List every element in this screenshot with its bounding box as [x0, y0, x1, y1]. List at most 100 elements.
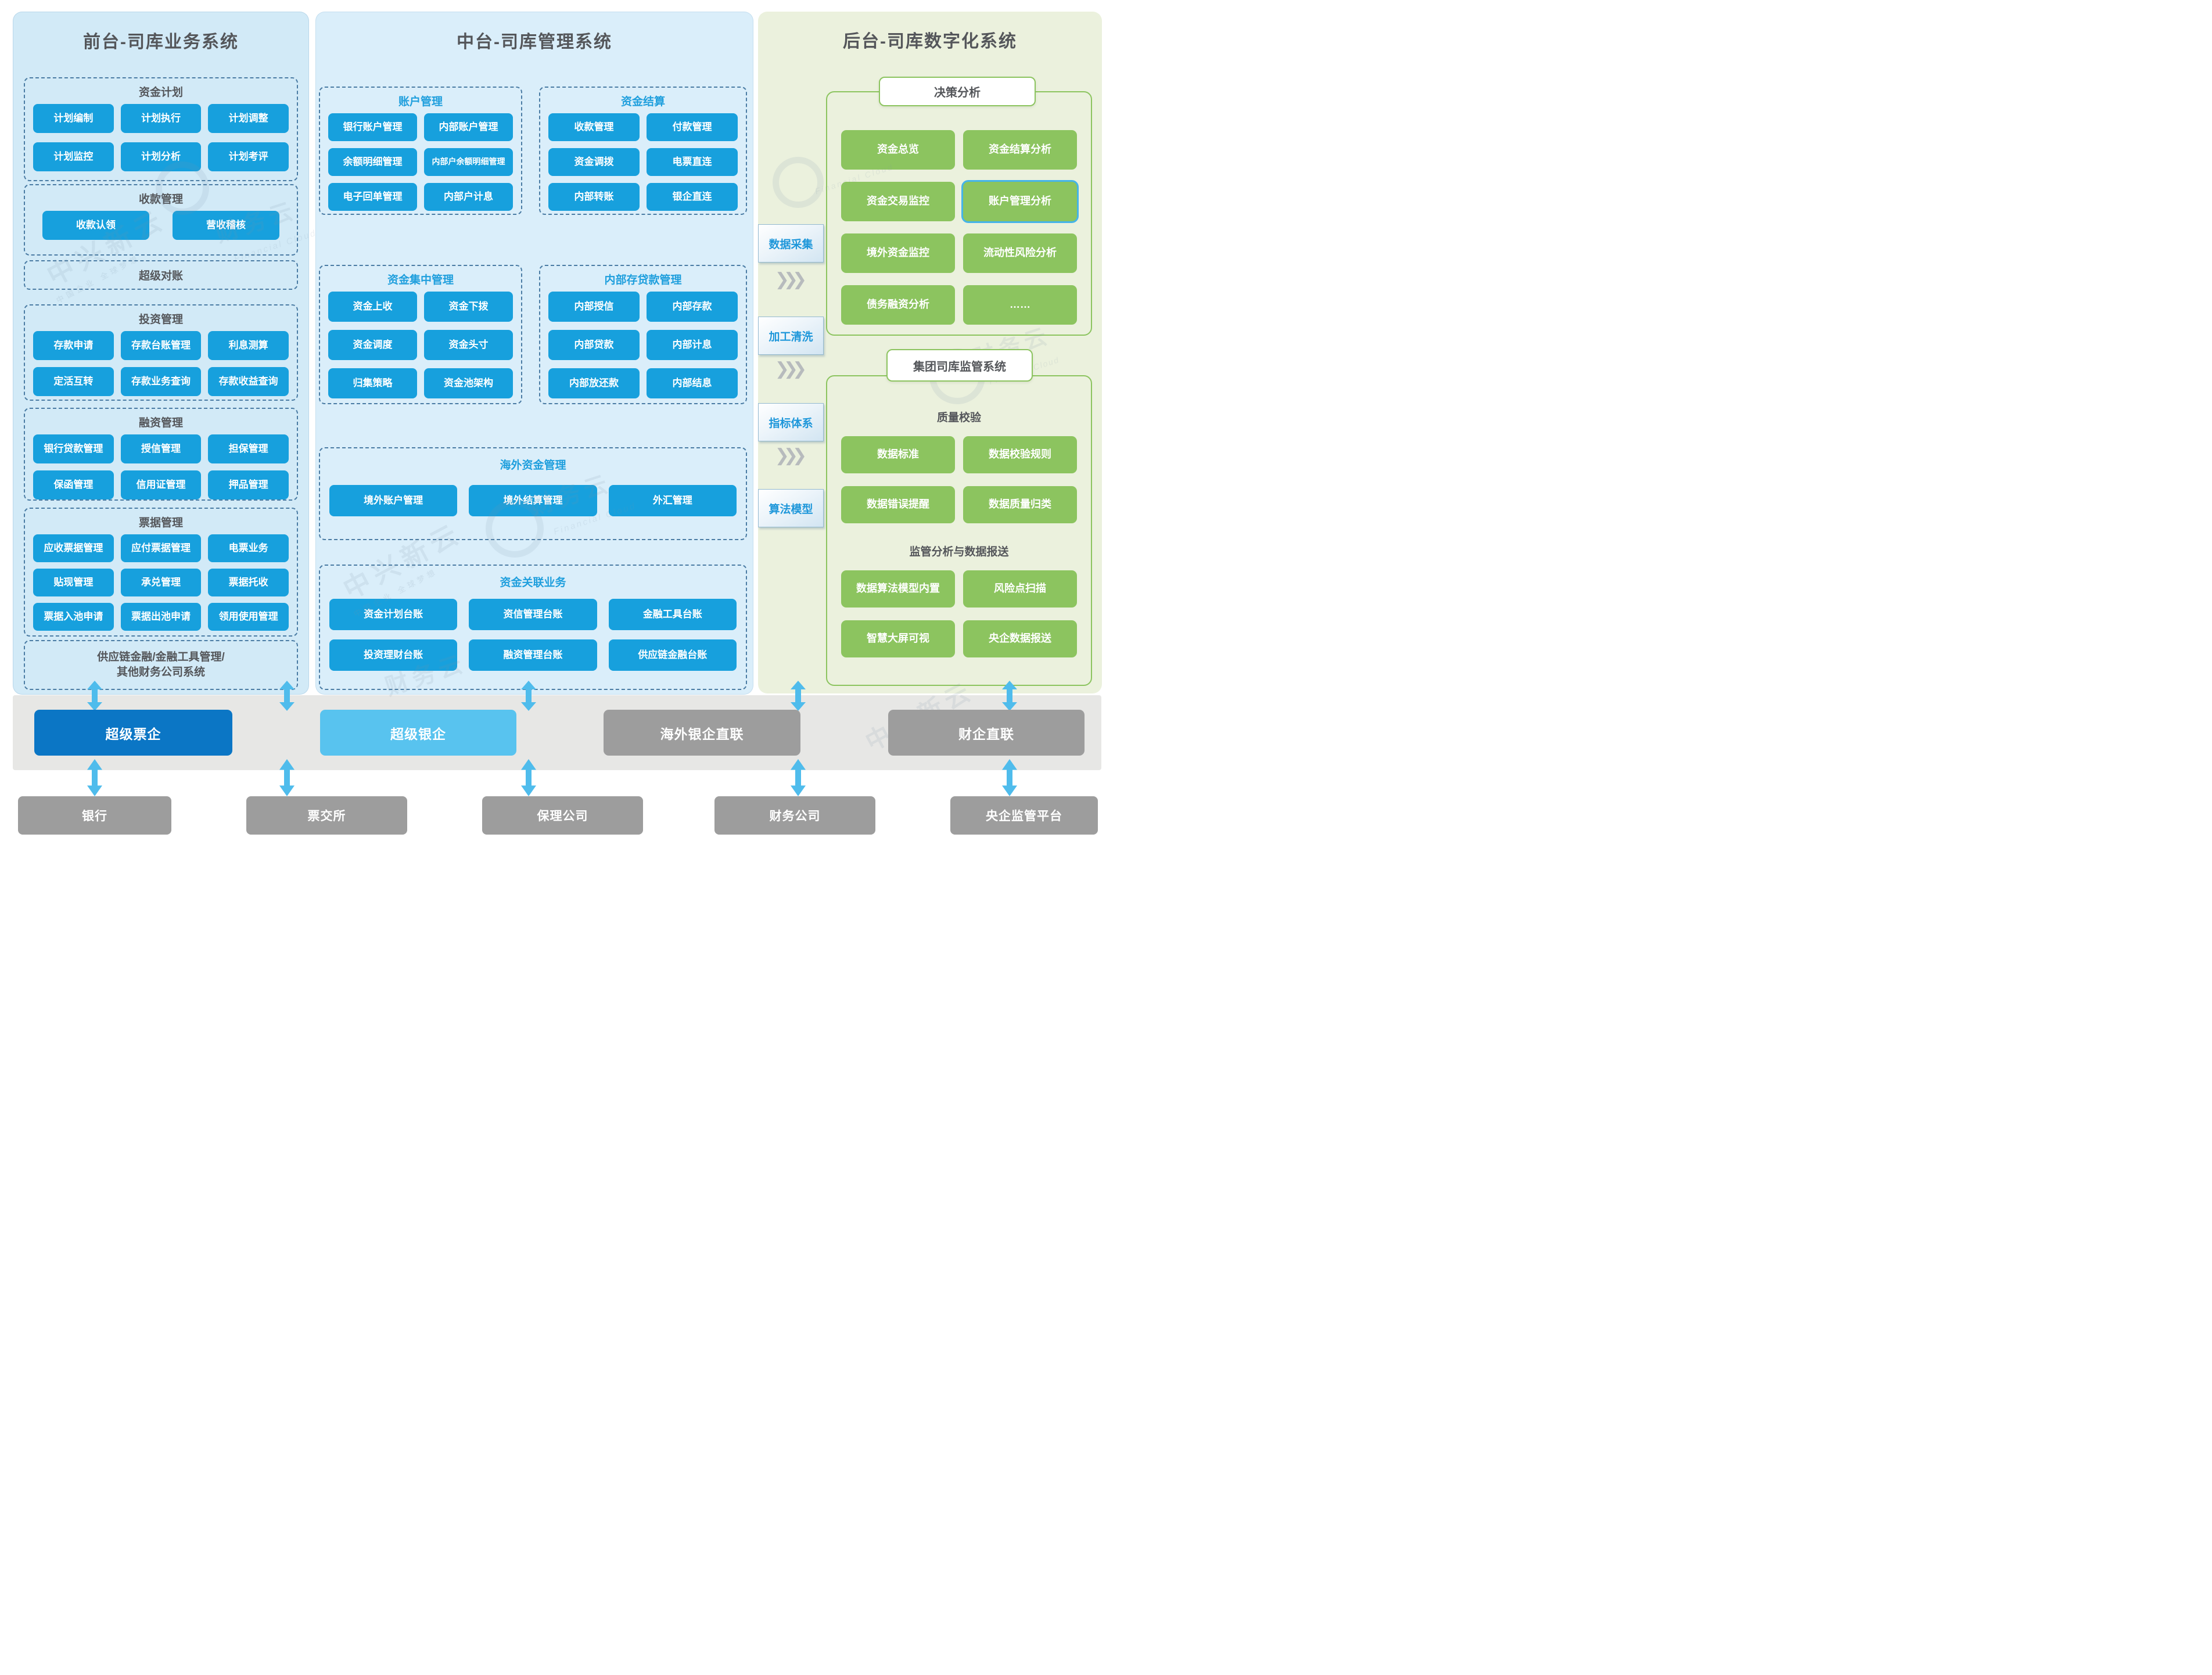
- module-button[interactable]: 银行贷款管理: [33, 434, 114, 463]
- module-button[interactable]: 资金头寸: [424, 330, 513, 360]
- section-title: 供应链金融/金融工具管理/ 其他财务公司系统: [97, 651, 225, 678]
- module-button[interactable]: 领用使用管理: [208, 603, 289, 631]
- vertical-double-arrow-icon: [791, 759, 806, 796]
- module-button[interactable]: 利息测算: [208, 331, 289, 360]
- module-button[interactable]: 承兑管理: [120, 569, 202, 596]
- module-button[interactable]: 收款管理: [548, 113, 640, 141]
- module-button[interactable]: 定活互转: [33, 367, 114, 396]
- module-button[interactable]: 资金计划台账: [329, 599, 458, 630]
- module-button[interactable]: 内部授信: [548, 292, 640, 322]
- module-button[interactable]: 数据错误提醒: [841, 486, 955, 523]
- module-button[interactable]: 应收票据管理: [33, 534, 114, 562]
- module-button[interactable]: 内部存款: [647, 292, 738, 322]
- module-button[interactable]: 内部放还款: [548, 368, 640, 398]
- connector-super-bank-enterprise[interactable]: 超级银企: [320, 710, 516, 756]
- module-button[interactable]: 内部户余额明细管理: [424, 148, 513, 176]
- module-button[interactable]: 供应链金融台账: [608, 639, 737, 671]
- module-button[interactable]: 融资管理台账: [469, 639, 597, 671]
- module-button[interactable]: 资金上收: [328, 292, 417, 322]
- external-soe-supervision-platform[interactable]: 央企监管平台: [950, 796, 1098, 835]
- module-button[interactable]: 贴现管理: [33, 569, 114, 596]
- module-button[interactable]: 票据出池申请: [120, 603, 202, 631]
- module-button[interactable]: 应付票据管理: [120, 534, 202, 562]
- module-button[interactable]: 数据校验规则: [963, 436, 1077, 473]
- module-button[interactable]: ……: [963, 285, 1077, 325]
- module-button[interactable]: 债务融资分析: [841, 285, 955, 325]
- module-button[interactable]: 资信管理台账: [469, 599, 597, 630]
- module-button[interactable]: 投资理财台账: [329, 639, 458, 671]
- module-button[interactable]: 资金结算分析: [963, 130, 1077, 170]
- module-button[interactable]: 计划考评: [208, 142, 289, 171]
- module-grid: 计划编制计划执行计划调整计划监控计划分析计划考评: [25, 104, 297, 171]
- module-button[interactable]: 担保管理: [208, 434, 289, 463]
- module-button[interactable]: 内部账户管理: [424, 113, 513, 141]
- module-button[interactable]: 境外账户管理: [329, 485, 458, 516]
- module-button[interactable]: 内部户计息: [424, 183, 513, 211]
- module-button[interactable]: 数据算法模型内置: [841, 570, 955, 608]
- module-button[interactable]: 账户管理分析: [963, 182, 1077, 221]
- module-button[interactable]: 流动性风险分析: [963, 233, 1077, 273]
- module-button[interactable]: 资金交易监控: [841, 182, 955, 221]
- module-button[interactable]: 授信管理: [120, 434, 202, 463]
- module-button[interactable]: 资金调拨: [548, 148, 640, 176]
- module-button[interactable]: 计划编制: [33, 104, 114, 133]
- decision-analysis-container: 资金总览资金结算分析资金交易监控账户管理分析境外资金监控流动性风险分析债务融资分…: [826, 91, 1092, 336]
- pipeline-step-data-collection[interactable]: 数据采集: [758, 224, 824, 263]
- external-bill-exchange[interactable]: 票交所: [246, 796, 407, 835]
- module-button[interactable]: 资金下拨: [424, 292, 513, 322]
- module-button[interactable]: 押品管理: [208, 470, 289, 499]
- module-button[interactable]: 电子回单管理: [328, 183, 417, 211]
- pipeline-step-label: 指标体系: [769, 417, 813, 430]
- module-button[interactable]: 信用证管理: [120, 470, 202, 499]
- module-button[interactable]: 电票业务: [208, 534, 289, 562]
- module-button[interactable]: 资金调度: [328, 330, 417, 360]
- pipeline-step-algorithm-model[interactable]: 算法模型: [758, 489, 824, 527]
- module-button[interactable]: 付款管理: [647, 113, 738, 141]
- module-button[interactable]: 银企直连: [647, 183, 738, 211]
- module-button[interactable]: 境外结算管理: [469, 485, 597, 516]
- module-button[interactable]: 内部贷款: [548, 330, 640, 360]
- module-button[interactable]: 内部计息: [647, 330, 738, 360]
- module-button[interactable]: 票据托收: [208, 569, 289, 596]
- module-button[interactable]: 智慧大屏可视: [841, 620, 955, 657]
- module-button[interactable]: 保函管理: [33, 470, 114, 499]
- module-button[interactable]: 计划执行: [120, 104, 202, 133]
- vertical-double-arrow-icon: [279, 759, 295, 796]
- module-button[interactable]: 存款申请: [33, 331, 114, 360]
- module-button[interactable]: 外汇管理: [608, 485, 737, 516]
- module-button[interactable]: 余额明细管理: [328, 148, 417, 176]
- connector-super-bill-enterprise[interactable]: 超级票企: [34, 710, 232, 756]
- external-factoring-company[interactable]: 保理公司: [482, 796, 643, 835]
- external-finance-company[interactable]: 财务公司: [714, 796, 875, 835]
- module-button[interactable]: 内部转账: [548, 183, 640, 211]
- module-button[interactable]: 境外资金监控: [841, 233, 955, 273]
- module-button[interactable]: 数据质量归类: [963, 486, 1077, 523]
- module-button[interactable]: 资金总览: [841, 130, 955, 170]
- module-button[interactable]: 金融工具台账: [608, 599, 737, 630]
- module-button[interactable]: 电票直连: [647, 148, 738, 176]
- section-title: 账户管理: [398, 96, 443, 108]
- module-button[interactable]: 风险点扫描: [963, 570, 1077, 608]
- module-button[interactable]: 资金池架构: [424, 368, 513, 398]
- module-button[interactable]: 票据入池申请: [33, 603, 114, 631]
- pipeline-step-processing-cleaning[interactable]: 加工清洗: [758, 317, 824, 355]
- module-button[interactable]: 归集策略: [328, 368, 417, 398]
- section-title: 融资管理: [138, 417, 183, 429]
- connector-finance-enterprise-direct[interactable]: 财企直联: [888, 710, 1085, 756]
- external-bank[interactable]: 银行: [18, 796, 171, 835]
- module-button[interactable]: 营收稽核: [173, 211, 279, 240]
- connector-overseas-bank-direct[interactable]: 海外银企直联: [604, 710, 800, 756]
- module-button[interactable]: 存款收益查询: [208, 367, 289, 396]
- module-button[interactable]: 收款认领: [42, 211, 149, 240]
- module-button[interactable]: 银行账户管理: [328, 113, 417, 141]
- pipeline-step-label: 加工清洗: [769, 330, 813, 343]
- module-button[interactable]: 存款台账管理: [120, 331, 202, 360]
- pipeline-step-indicator-system[interactable]: 指标体系: [758, 403, 824, 441]
- module-button[interactable]: 数据标准: [841, 436, 955, 473]
- module-button[interactable]: 存款业务查询: [120, 367, 202, 396]
- module-button[interactable]: 央企数据报送: [963, 620, 1077, 657]
- module-button[interactable]: 计划分析: [120, 142, 202, 171]
- module-button[interactable]: 计划调整: [208, 104, 289, 133]
- module-button[interactable]: 计划监控: [33, 142, 114, 171]
- module-button[interactable]: 内部结息: [647, 368, 738, 398]
